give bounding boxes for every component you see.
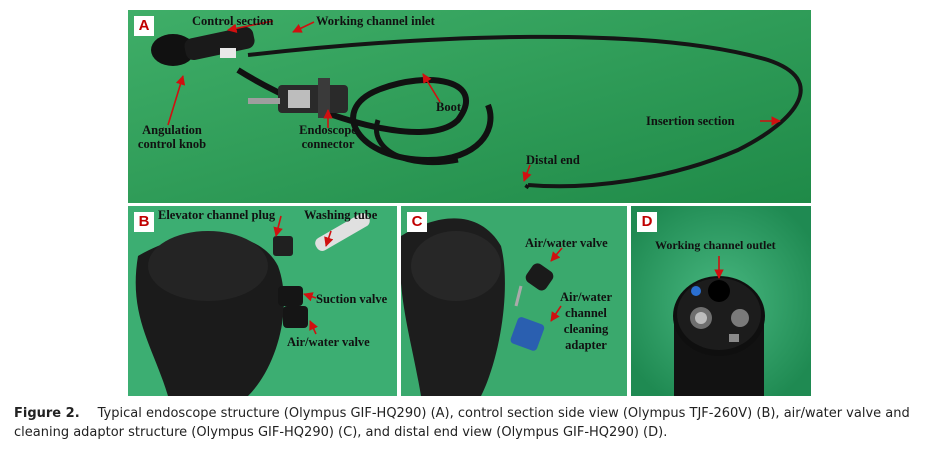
panel-a: A Control section Working channel inlet … bbox=[128, 10, 811, 203]
label-air-water-valve: Air/water valve bbox=[287, 335, 370, 349]
label-endoscope-connector: Endoscope connector bbox=[299, 123, 357, 151]
panel-a-photo bbox=[128, 10, 811, 203]
label-washing-tube: Washing tube bbox=[304, 208, 378, 222]
panel-c-letter: C bbox=[407, 212, 427, 232]
panel-d: D Working channel outlet bbox=[631, 206, 811, 396]
label-insertion-section: Insertion section bbox=[646, 114, 735, 128]
label-air-water-valve-c: Air/water valve bbox=[525, 236, 608, 250]
panel-c: C Air/water valve Air/water channel clea… bbox=[401, 206, 627, 396]
label-elevator-channel-plug: Elevator channel plug bbox=[158, 208, 276, 222]
label-working-channel-outlet: Working channel outlet bbox=[655, 238, 776, 252]
panel-c-photo bbox=[401, 206, 627, 396]
panel-b-letter: B bbox=[134, 212, 154, 232]
panel-d-letter: D bbox=[637, 212, 657, 232]
panel-b-photo bbox=[128, 206, 397, 396]
caption-text: Typical endoscope structure (Olympus GIF… bbox=[14, 406, 910, 440]
figure-label: Figure 2. bbox=[14, 406, 80, 421]
label-cleaning-adapter: Air/water channel cleaning adapter bbox=[559, 290, 613, 352]
label-suction-valve: Suction valve bbox=[316, 292, 388, 306]
label-boot: Boot bbox=[436, 100, 461, 114]
label-distal-end: Distal end bbox=[526, 153, 580, 167]
label-control-section: Control section bbox=[192, 14, 274, 28]
label-angulation-control-knob: Angulation control knob bbox=[137, 123, 207, 151]
figure-caption: Figure 2.Typical endoscope structure (Ol… bbox=[14, 404, 932, 442]
label-working-channel-inlet: Working channel inlet bbox=[316, 14, 435, 28]
panel-d-photo bbox=[631, 206, 811, 396]
panel-b: B Elevator channel plug Washing tube Suc… bbox=[128, 206, 397, 396]
panel-a-letter: A bbox=[134, 16, 154, 36]
